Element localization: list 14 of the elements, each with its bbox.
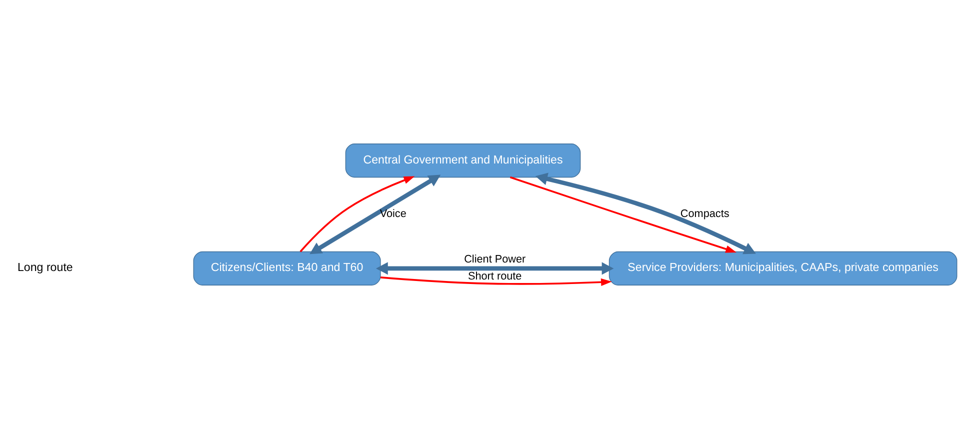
arrow: [535, 172, 756, 254]
label: Long route: [17, 262, 73, 274]
edge-label: Short route: [468, 270, 522, 282]
arrow: [300, 176, 415, 252]
node-box: Service Providers: Municipalities, CAAPs, private companies: [608, 250, 958, 285]
arrow: [376, 262, 614, 274]
edge-label: Voice: [380, 208, 406, 220]
arrow: [310, 174, 441, 254]
arrow: [510, 176, 737, 252]
node-box: Citizens/Clients: B40 and T60: [193, 250, 381, 285]
edge-label: Client Power: [464, 253, 526, 266]
node-box: Central Government and Municipalities: [345, 143, 581, 178]
edge-label: Compacts: [680, 208, 730, 220]
arrow: [380, 276, 612, 286]
